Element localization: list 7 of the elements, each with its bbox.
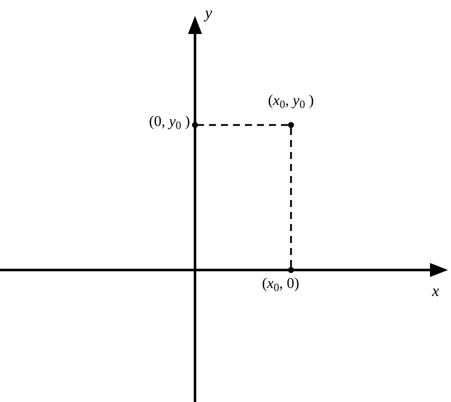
coordinate-label: (x$_{0}$, y$_{0}$ ): [268, 92, 314, 112]
axis-label: y: [205, 4, 212, 24]
dashed-line: [198, 124, 288, 126]
coordinate-label: (0, y$_{0}$ ): [148, 113, 190, 134]
axis-label: x: [432, 282, 440, 302]
coordinate-label: (x$_{0}$, 0): [262, 275, 300, 296]
dashed-line: [290, 128, 292, 267]
